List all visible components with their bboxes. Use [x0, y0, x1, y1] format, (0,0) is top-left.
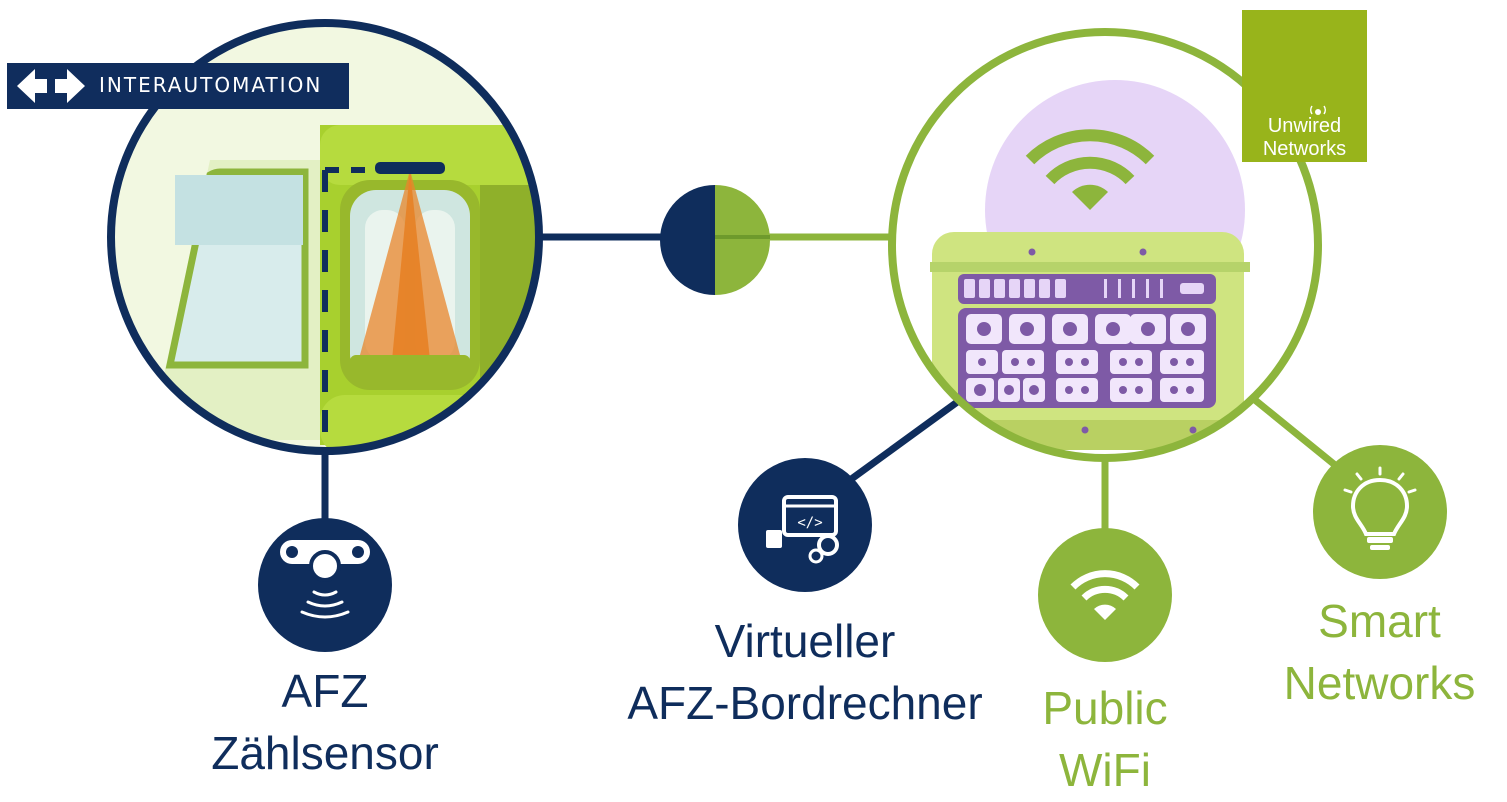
- computer-label-line1: Virtueller: [714, 615, 896, 667]
- people-counter-sensor-icon: [258, 518, 392, 652]
- smart-label: Smart Networks: [1262, 590, 1497, 714]
- sensor-label-line2: Zählsensor: [211, 727, 439, 779]
- smart-label-line2: Networks: [1283, 657, 1476, 709]
- interautomation-logo: INTERAUTOMATION: [7, 63, 349, 109]
- sensor-label-line1: AFZ: [281, 665, 369, 717]
- wifi-label: Public WiFi: [1010, 677, 1200, 801]
- computer-label: Virtueller AFZ-Bordrechner: [595, 610, 1015, 734]
- wifi-icon: [1038, 528, 1172, 662]
- interautomation-logo-text: INTERAUTOMATION: [99, 73, 323, 97]
- smart-label-line1: Smart: [1318, 595, 1441, 647]
- computer-label-line2: AFZ-Bordrechner: [627, 677, 983, 729]
- unwired-logo-line1: Unwired: [1267, 115, 1342, 137]
- interautomation-arrows-icon: [17, 69, 85, 103]
- virtual-computer-code-icon: </>: [738, 458, 872, 592]
- wifi-label-line1: Public: [1042, 682, 1168, 734]
- wifi-label-line2: WiFi: [1059, 744, 1151, 796]
- unwired-networks-logo: Unwired Networks: [1242, 10, 1367, 162]
- unwired-logo-line2: Networks: [1262, 138, 1347, 160]
- hub-connector: [660, 185, 770, 295]
- signal-icon: [1310, 105, 1326, 115]
- lightbulb-icon: [1313, 445, 1447, 579]
- sensor-label: AFZ Zählsensor: [175, 660, 475, 784]
- svg-text:</>: </>: [797, 515, 822, 531]
